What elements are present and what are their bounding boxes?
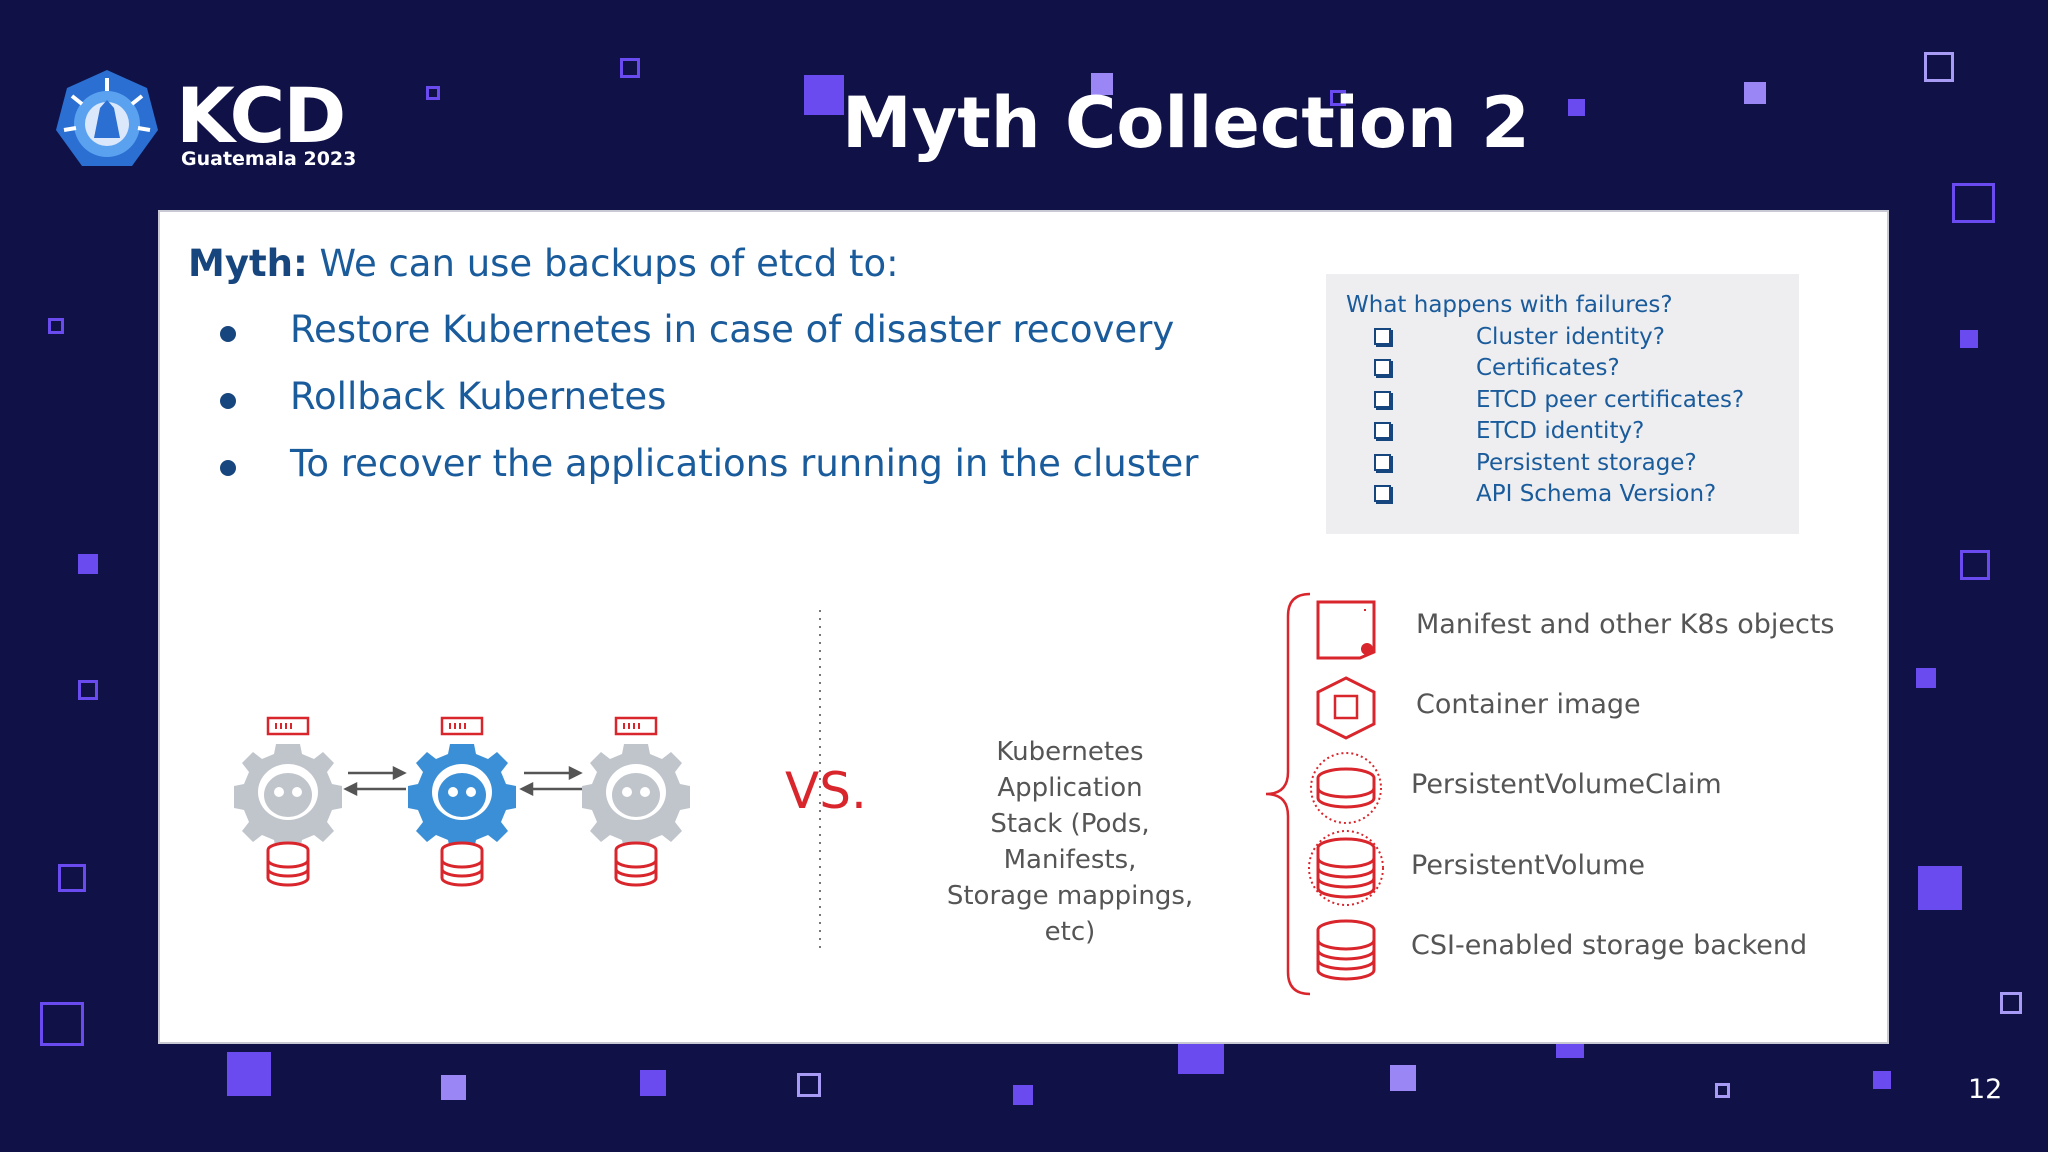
manifest-icon [1316, 600, 1376, 660]
content-panel: Myth: We can use backups of etcd to: Res… [158, 210, 1889, 1044]
bracket-icon [1265, 592, 1311, 996]
pvc-icon [1310, 752, 1382, 824]
resource-label: PersistentVolumeClaim [1411, 769, 1722, 800]
bullet-text: To recover the applications running in t… [290, 442, 1199, 485]
vs-label: VS. [785, 762, 867, 820]
failure-text: ETCD peer certificates? [1476, 387, 1745, 413]
sync-arrows-icon [519, 765, 583, 797]
resource-label: PersistentVolume [1411, 850, 1645, 881]
bullet-dot [220, 460, 236, 476]
failure-text: Certificates? [1476, 355, 1620, 381]
bullet-text: Restore Kubernetes in case of disaster r… [290, 308, 1175, 351]
checkbox-icon [1374, 454, 1391, 471]
sync-arrows-icon [343, 765, 407, 797]
failure-text: ETCD identity? [1476, 418, 1645, 444]
container-image-icon [1316, 676, 1376, 740]
failures-box: What happens with failures? Cluster iden… [1326, 274, 1799, 534]
resource-label: CSI-enabled storage backend [1411, 930, 1808, 961]
storage-backend-icon [1316, 919, 1376, 981]
pv-icon [1308, 830, 1384, 906]
app-stack-label: Kubernetes Application Stack (Pods, Mani… [920, 734, 1220, 950]
failures-title: What happens with failures? [1346, 292, 1673, 318]
myth-label: Myth: [188, 242, 308, 285]
failure-text: Persistent storage? [1476, 450, 1697, 476]
failure-text: Cluster identity? [1476, 324, 1665, 350]
kcd-logo-icon [56, 70, 158, 166]
slide-title: Myth Collection 2 [842, 82, 1530, 164]
bullet-dot [220, 326, 236, 342]
etcd-node-icon [408, 716, 516, 887]
logo-subtitle: Guatemala 2023 [181, 148, 357, 170]
checkbox-icon [1374, 359, 1391, 376]
bullet-dot [220, 393, 236, 409]
myth-statement: Myth: We can use backups of etcd to: [188, 242, 899, 285]
checkbox-icon [1374, 328, 1391, 345]
app-stack-line: Kubernetes Application [996, 737, 1144, 803]
etcd-node-icon [234, 716, 342, 887]
myth-text: We can use backups of etcd to: [307, 242, 899, 285]
comparison-diagram [234, 592, 1384, 996]
failure-text: API Schema Version? [1476, 481, 1717, 507]
etcd-node-icon [582, 716, 690, 887]
resource-label: Container image [1416, 689, 1641, 720]
checkbox-icon [1374, 485, 1391, 502]
app-stack-line: Stack (Pods, Manifests, [990, 809, 1150, 875]
checkbox-icon [1374, 422, 1391, 439]
logo-text: KCD [176, 71, 346, 160]
page-number: 12 [1968, 1074, 2003, 1105]
app-stack-line: Storage mappings, etc) [946, 881, 1194, 947]
checkbox-icon [1374, 391, 1391, 408]
resource-label: Manifest and other K8s objects [1416, 609, 1835, 640]
bullet-text: Rollback Kubernetes [290, 375, 667, 418]
